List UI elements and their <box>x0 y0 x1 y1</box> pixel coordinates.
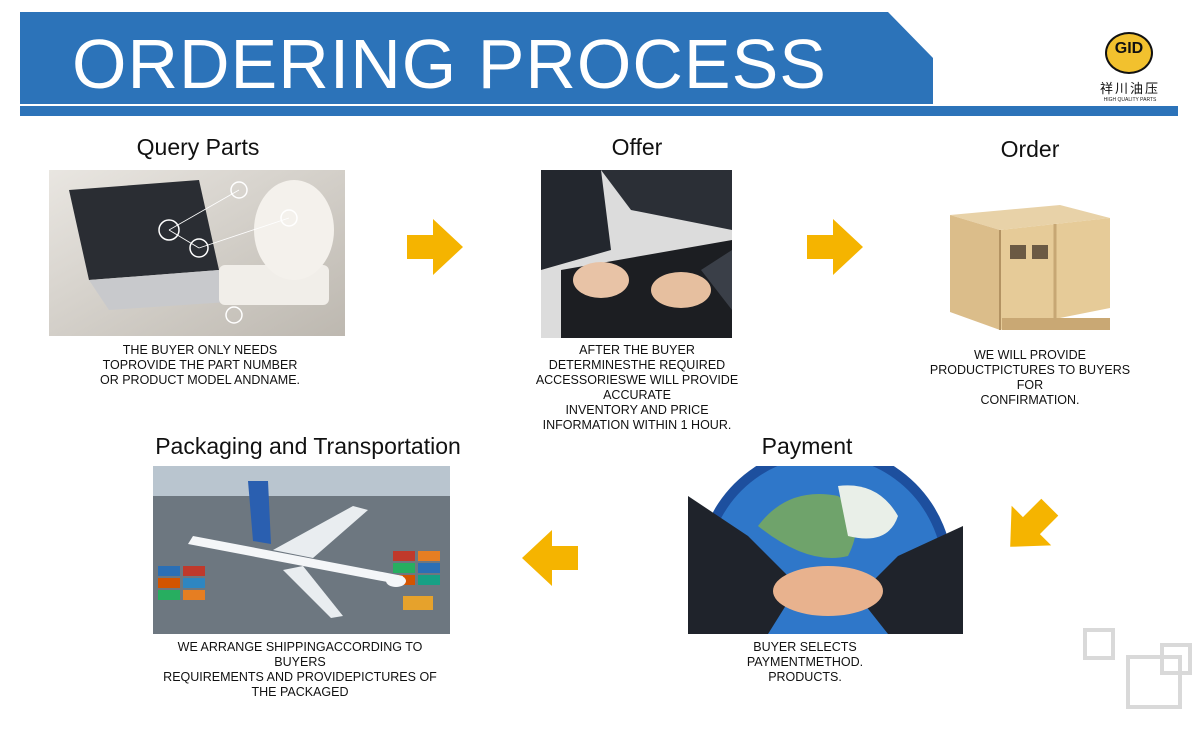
step-offer-heading: Offer <box>611 134 663 160</box>
logo-badge <box>1105 32 1153 74</box>
step-packaging-heading: Packaging and Transportation <box>155 433 461 459</box>
caption-line: ACCURATE <box>603 388 671 402</box>
arrow-right-icon <box>407 219 463 275</box>
caption-line: FOR <box>1016 378 1044 392</box>
arrow-down-left-icon <box>1010 498 1059 547</box>
caption-line: ACCESSORIESWE WILL PROVIDE <box>535 373 739 387</box>
step-payment-heading: Payment <box>761 433 853 459</box>
logo-chinese-name: 祥川油压 <box>1099 82 1160 97</box>
caption-line: CONFIRMATION. <box>980 393 1080 407</box>
caption-line: THE PACKAGED <box>251 685 349 699</box>
caption-line: PRODUCTS. <box>768 670 842 684</box>
handshake-globe-image <box>688 466 963 634</box>
typing-hands-image <box>541 170 732 338</box>
title-underline <box>20 106 1178 116</box>
caption-line: WE WILL PROVIDE <box>973 348 1087 362</box>
caption-line: INFORMATION WITHIN 1 HOUR. <box>542 418 732 432</box>
caption-line: AFTER THE BUYER <box>579 343 695 357</box>
laptop-image <box>49 170 345 336</box>
caption-line: PRODUCTPICTURES TO BUYERS <box>929 363 1131 377</box>
logo-tagline: HIGH QUALITY PARTS <box>1103 97 1157 103</box>
step-payment-caption: BUYER SELECTS PAYMENTMETHOD. PRODUCTS. <box>700 640 910 685</box>
airplane-port-image <box>153 466 450 634</box>
arrow-left-icon <box>522 530 578 586</box>
caption-line: PAYMENTMETHOD. <box>746 655 864 669</box>
title-banner <box>20 12 933 104</box>
caption-line: BUYERS <box>274 655 326 669</box>
wooden-crate-image <box>940 190 1115 340</box>
page-title: ORDERING PROCESS <box>72 25 827 103</box>
step-packaging-caption: WE ARRANGE SHIPPINGACCORDING TO BUYERS R… <box>150 640 450 700</box>
decorative-squares <box>1083 628 1192 709</box>
step-order-heading: Order <box>1000 136 1060 162</box>
step-query-parts-heading: Query Parts <box>136 134 260 160</box>
caption-line: INVENTORY AND PRICE <box>565 403 709 417</box>
step-order-caption: WE WILL PROVIDE PRODUCTPICTURES TO BUYER… <box>915 348 1145 408</box>
caption-line: TOPROVIDE THE PART NUMBER <box>102 358 298 372</box>
step-offer-caption: AFTER THE BUYER DETERMINESTHE REQUIRED A… <box>517 343 757 433</box>
caption-line: THE BUYER ONLY NEEDS <box>122 343 278 357</box>
caption-line: REQUIREMENTS AND PROVIDEPICTURES OF <box>163 670 437 684</box>
caption-line: DETERMINESTHE REQUIRED <box>548 358 726 372</box>
caption-line: OR PRODUCT MODEL ANDNAME. <box>99 373 301 387</box>
arrow-right-icon <box>807 219 863 275</box>
step-query-parts-caption: THE BUYER ONLY NEEDS TOPROVIDE THE PART … <box>60 343 340 388</box>
caption-line: BUYER SELECTS <box>753 640 857 654</box>
logo-mark: GID <box>1114 40 1144 57</box>
caption-line: WE ARRANGE SHIPPINGACCORDING TO <box>177 640 423 654</box>
